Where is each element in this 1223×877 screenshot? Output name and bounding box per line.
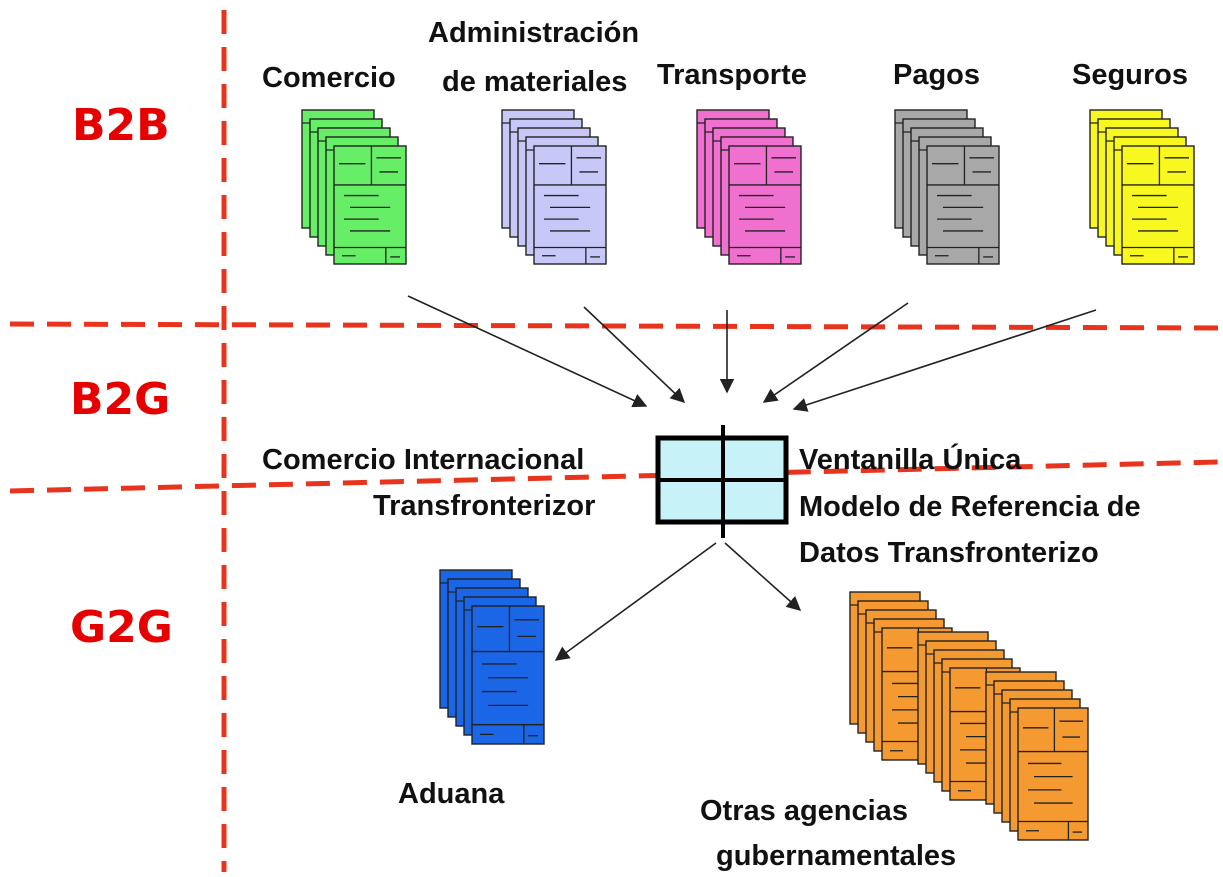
aduana-document-stack — [439, 569, 545, 745]
aduana-label: Aduana — [398, 778, 505, 810]
zone-dividers — [9, 10, 1219, 872]
otras-agencias-stack-3 — [985, 671, 1089, 841]
arrow-hub-to-otras-agencias — [724, 542, 802, 611]
seguros-label: Seguros — [1072, 59, 1188, 91]
zone-label-g2g: G2G — [70, 602, 173, 653]
document-sheet — [926, 145, 1000, 265]
otras-agencias-label-line1: Otras agencias — [700, 795, 908, 827]
otras-agencias-label-line2: gubernamentales — [716, 840, 956, 872]
modelo-referencia-label: Modelo de Referencia de — [799, 491, 1141, 523]
comercio-document-stack — [301, 109, 407, 265]
ventanilla-unica-label: Ventanilla Única — [799, 442, 1022, 476]
arrow-pagos-to-hub — [762, 302, 909, 403]
zone-label-b2g: B2G — [70, 374, 170, 425]
materiales-label-line2: de materiales — [442, 66, 627, 98]
seguros-document-stack — [1089, 109, 1195, 265]
arrow-comercio-to-hub — [407, 295, 648, 408]
document-sheet — [333, 145, 407, 265]
document-sheet — [1017, 707, 1089, 841]
comercio-internacional-label: Comercio Internacional — [262, 444, 584, 476]
materiales-document-stack — [501, 109, 607, 265]
transfronterizor-label: Transfronterizor — [373, 490, 595, 522]
datos-transfronterizo-label: Datos Transfronterizo — [799, 537, 1099, 569]
transporte-label: Transporte — [657, 59, 807, 91]
inbound-arrows — [407, 295, 1097, 412]
ventanilla-unica-box — [655, 425, 789, 538]
b2g-g2g-divider — [9, 459, 1219, 494]
transporte-document-stack — [696, 109, 802, 265]
outbound-arrows — [554, 542, 802, 661]
document-sheet — [533, 145, 607, 265]
document-sheet — [471, 605, 545, 745]
materiales-label-line1: Administración — [428, 17, 639, 49]
arrow-materiales-to-hub — [583, 306, 686, 403]
pagos-label: Pagos — [893, 59, 980, 91]
zone-label-b2b: B2B — [72, 100, 170, 151]
document-sheet — [1121, 145, 1195, 265]
document-sheet — [728, 145, 802, 265]
b2b-b2g-divider — [9, 321, 1219, 331]
arrow-seguros-to-hub — [792, 309, 1097, 412]
arrow-hub-to-aduana — [554, 542, 717, 661]
comercio-label: Comercio — [262, 62, 396, 94]
pagos-document-stack — [894, 109, 1000, 265]
